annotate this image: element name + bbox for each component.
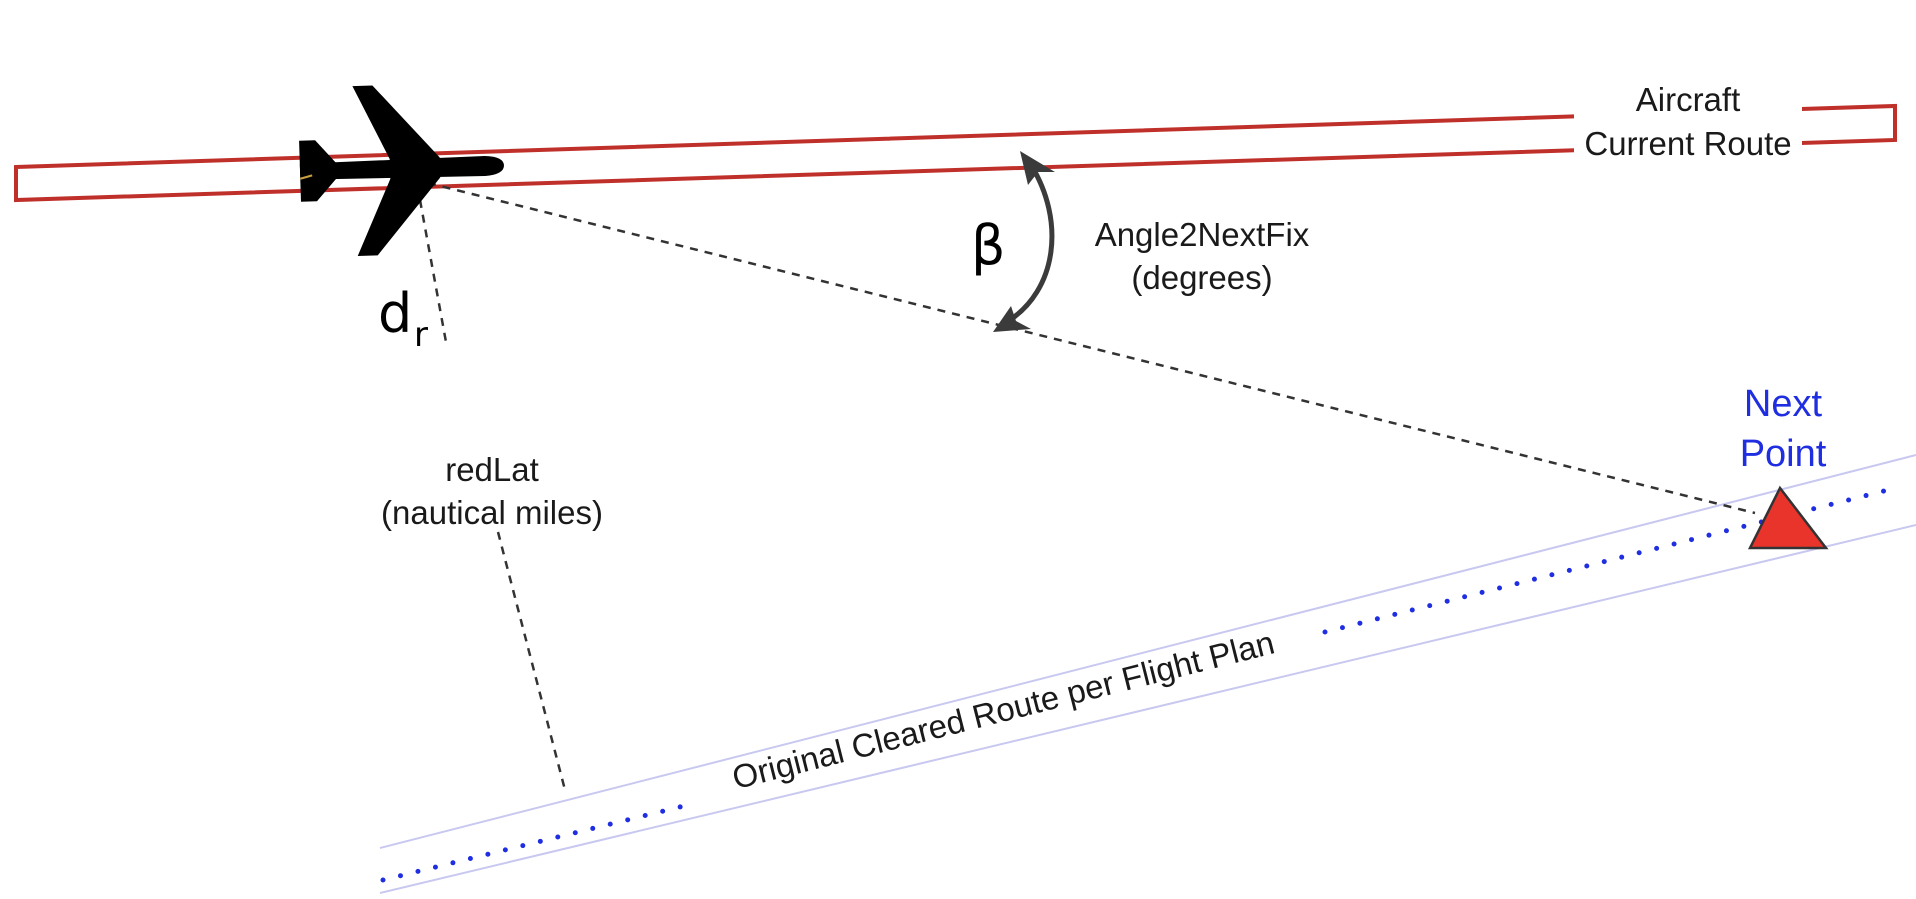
angle-label-line1: Angle2NextFix — [1095, 216, 1310, 253]
angle-arrowhead-bottom — [993, 306, 1031, 332]
redlat-line-upper — [418, 199, 448, 343]
current-route-outline — [14, 103, 1897, 203]
next-point-label-line1: Next — [1744, 383, 1823, 425]
redlat-label-line1: redLat — [445, 451, 539, 488]
cleared-route-dots-right — [1322, 484, 1903, 635]
beta-symbol: β — [971, 214, 1005, 277]
cleared-route-dots-left — [380, 802, 691, 883]
dr-subscript: r — [414, 315, 428, 355]
cleared-route-edge-top — [379, 454, 1916, 849]
current-route-label-line1: Aircraft — [1636, 81, 1741, 118]
angle-label-line2: (degrees) — [1131, 259, 1272, 296]
angle-arc-arrow — [993, 151, 1055, 332]
current-route-label-line2: Current Route — [1584, 125, 1791, 162]
cleared-route-label: Original Cleared Route per Flight Plan — [728, 624, 1278, 797]
cleared-route-band — [379, 454, 1916, 894]
redlat-line-lower — [496, 531, 567, 791]
angle-arc — [1005, 163, 1055, 325]
angle-arrowhead-top — [1020, 151, 1055, 185]
airplane-icon — [299, 85, 504, 256]
redlat-label-line2: (nautical miles) — [381, 494, 603, 531]
line-to-next-fix — [427, 181, 1756, 515]
current-route-label-bg — [1574, 80, 1802, 162]
cleared-route-edge-bottom — [379, 524, 1916, 894]
next-point-label-line2: Point — [1740, 433, 1827, 475]
dr-label: d — [378, 282, 412, 345]
cleared-route-centerline — [380, 484, 1903, 883]
triangle-marker-icon — [1747, 485, 1829, 550]
